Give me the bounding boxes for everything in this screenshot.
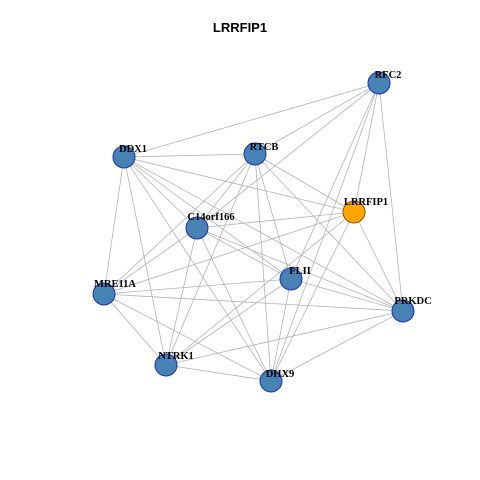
edge-rtcb-lrrfip1 (254, 153, 355, 213)
node-ntrk1[interactable] (154, 353, 178, 377)
edge-c14orf166-prkdc (196, 227, 404, 312)
node-label-c14orf166: C14orf166 (187, 212, 234, 223)
edge-ddx1-flii (123, 156, 292, 280)
edge-rtcb-dhx9 (254, 153, 272, 382)
node-label-mre11a: MRE11A (94, 279, 136, 290)
node-flii[interactable] (279, 267, 303, 291)
edge-rfc2-dhx9 (270, 82, 380, 382)
node-ddx1[interactable] (112, 145, 136, 169)
node-label-prkdc: PRKDC (394, 296, 431, 307)
node-c14orf166[interactable] (185, 216, 209, 240)
edge-ntrk1-dhx9 (165, 364, 272, 382)
edge-rfc2-prkdc (378, 82, 404, 312)
edge-rfc2-flii (290, 82, 380, 280)
edge-flii-prkdc (290, 278, 404, 312)
edge-ddx1-c14orf166 (123, 156, 198, 229)
edge-rfc2-lrrfip1 (353, 82, 380, 213)
edge-prkdc-ntrk1 (165, 310, 404, 366)
edge-rfc2-c14orf166 (196, 82, 380, 229)
edge-mre11a-prkdc (103, 293, 404, 312)
edge-ddx1-dhx9 (123, 156, 272, 382)
node-mre11a[interactable] (92, 282, 116, 306)
node-label-ntrk1: NTRK1 (158, 351, 194, 362)
edge-mre11a-ntrk1 (103, 293, 167, 366)
node-label-ddx1: DDX1 (119, 144, 147, 155)
edge-ddx1-rtcb (123, 153, 256, 158)
edge-prkdc-dhx9 (270, 310, 404, 382)
edge-c14orf166-ntrk1 (165, 227, 198, 366)
node-label-dhx9: DHX9 (266, 369, 295, 380)
edge-c14orf166-dhx9 (196, 227, 272, 382)
node-dhx9[interactable] (259, 369, 283, 393)
edge-flii-mre11a (103, 278, 292, 295)
edge-ddx1-ntrk1 (123, 156, 167, 366)
node-prkdc[interactable] (391, 299, 415, 323)
node-rfc2[interactable] (367, 71, 391, 95)
edge-flii-dhx9 (270, 278, 292, 382)
edge-mre11a-dhx9 (103, 293, 272, 382)
edge-lrrfip1-ntrk1 (165, 211, 355, 366)
node-rtcb[interactable] (243, 142, 267, 166)
edge-lrrfip1-c14orf166 (196, 211, 355, 229)
edge-rtcb-ntrk1 (165, 153, 256, 366)
graph-title: LRRFIP1 (212, 20, 268, 35)
nodes-layer (92, 71, 415, 393)
edge-lrrfip1-mre11a (103, 211, 355, 295)
edge-rfc2-ddx1 (123, 82, 380, 158)
edge-lrrfip1-prkdc (353, 211, 404, 312)
edge-ddx1-lrrfip1 (123, 156, 355, 213)
edge-rtcb-c14orf166 (196, 153, 256, 229)
edge-c14orf166-flii (196, 227, 292, 280)
edges-layer (103, 82, 404, 382)
node-label-rtcb: RTCB (250, 142, 279, 153)
edge-c14orf166-mre11a (103, 227, 198, 295)
node-label-rfc2: RFC2 (375, 70, 402, 81)
node-lrrfip1[interactable] (342, 200, 366, 224)
edge-lrrfip1-dhx9 (270, 211, 355, 382)
node-label-lrrfip1: LRRFIP1 (344, 197, 388, 208)
node-label-flii: FLII (289, 266, 311, 277)
edge-rtcb-flii (254, 153, 292, 280)
edge-ddx1-prkdc (123, 156, 404, 312)
edge-ddx1-mre11a (103, 156, 125, 295)
edge-rfc2-rtcb (254, 82, 380, 155)
edge-rtcb-mre11a (103, 153, 256, 295)
edge-flii-ntrk1 (165, 278, 292, 366)
